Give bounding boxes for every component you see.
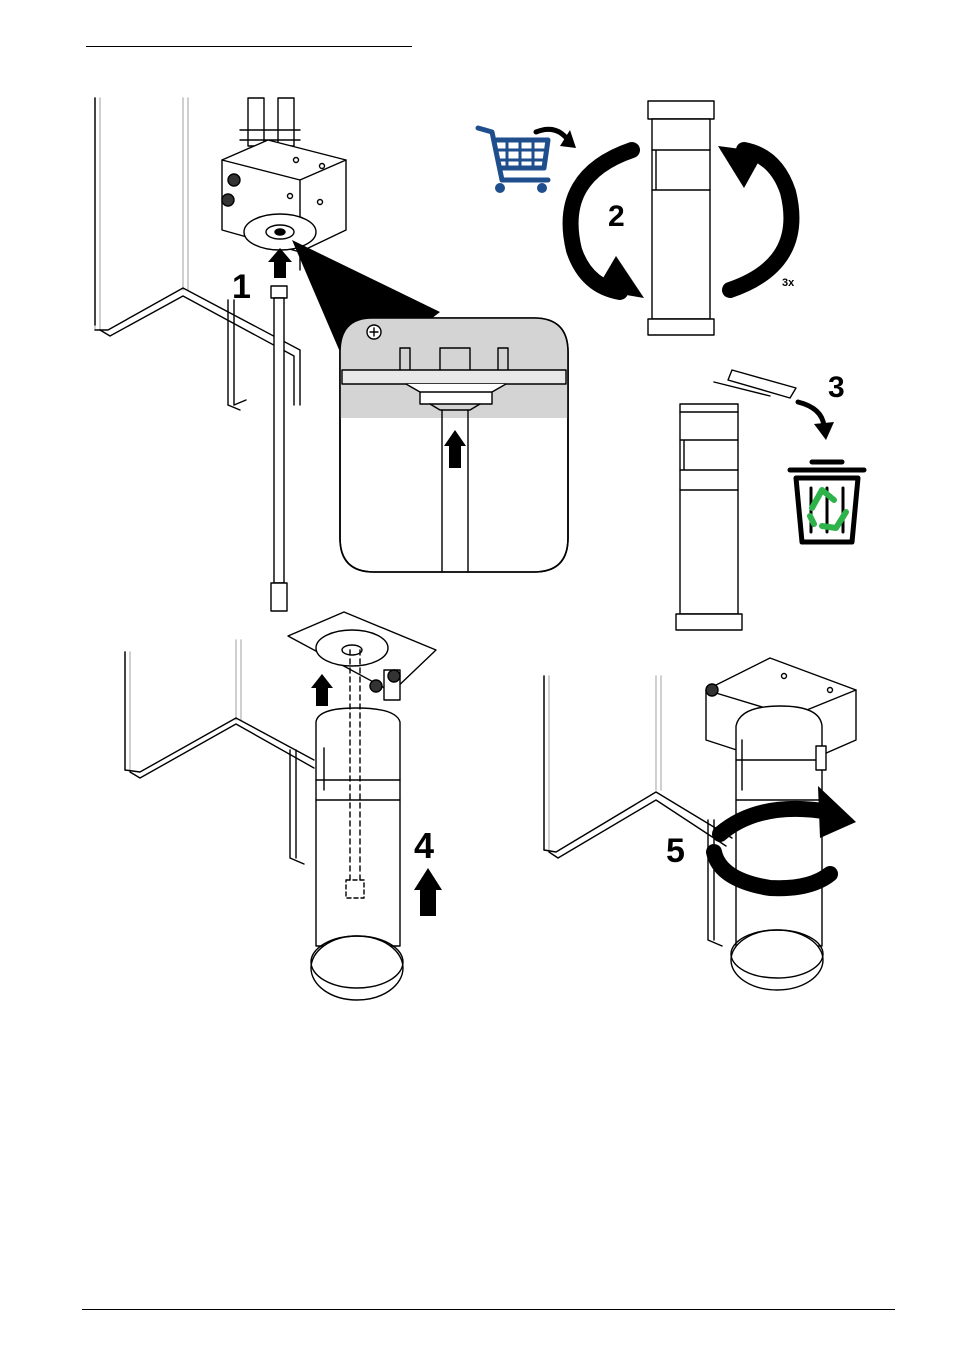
panel-step-4: 4: [125, 612, 442, 1000]
footer-rule: [82, 1309, 895, 1310]
shopping-cart-icon: [478, 128, 548, 193]
rotation-count-label: 3x: [782, 277, 795, 289]
step-2-label: 2: [608, 200, 625, 233]
step-4-label: 4: [414, 825, 434, 866]
step-5-label: 5: [666, 832, 685, 870]
recycle-bin-icon: [790, 462, 864, 542]
step-3-label: 3: [828, 371, 845, 404]
panel-step-3: 3: [676, 370, 864, 630]
step-1-label: 1: [232, 268, 251, 306]
panel-step-5: 5: [544, 658, 856, 990]
panel-step-1: [95, 98, 568, 611]
panel-step-2: 2 3x: [478, 101, 795, 335]
